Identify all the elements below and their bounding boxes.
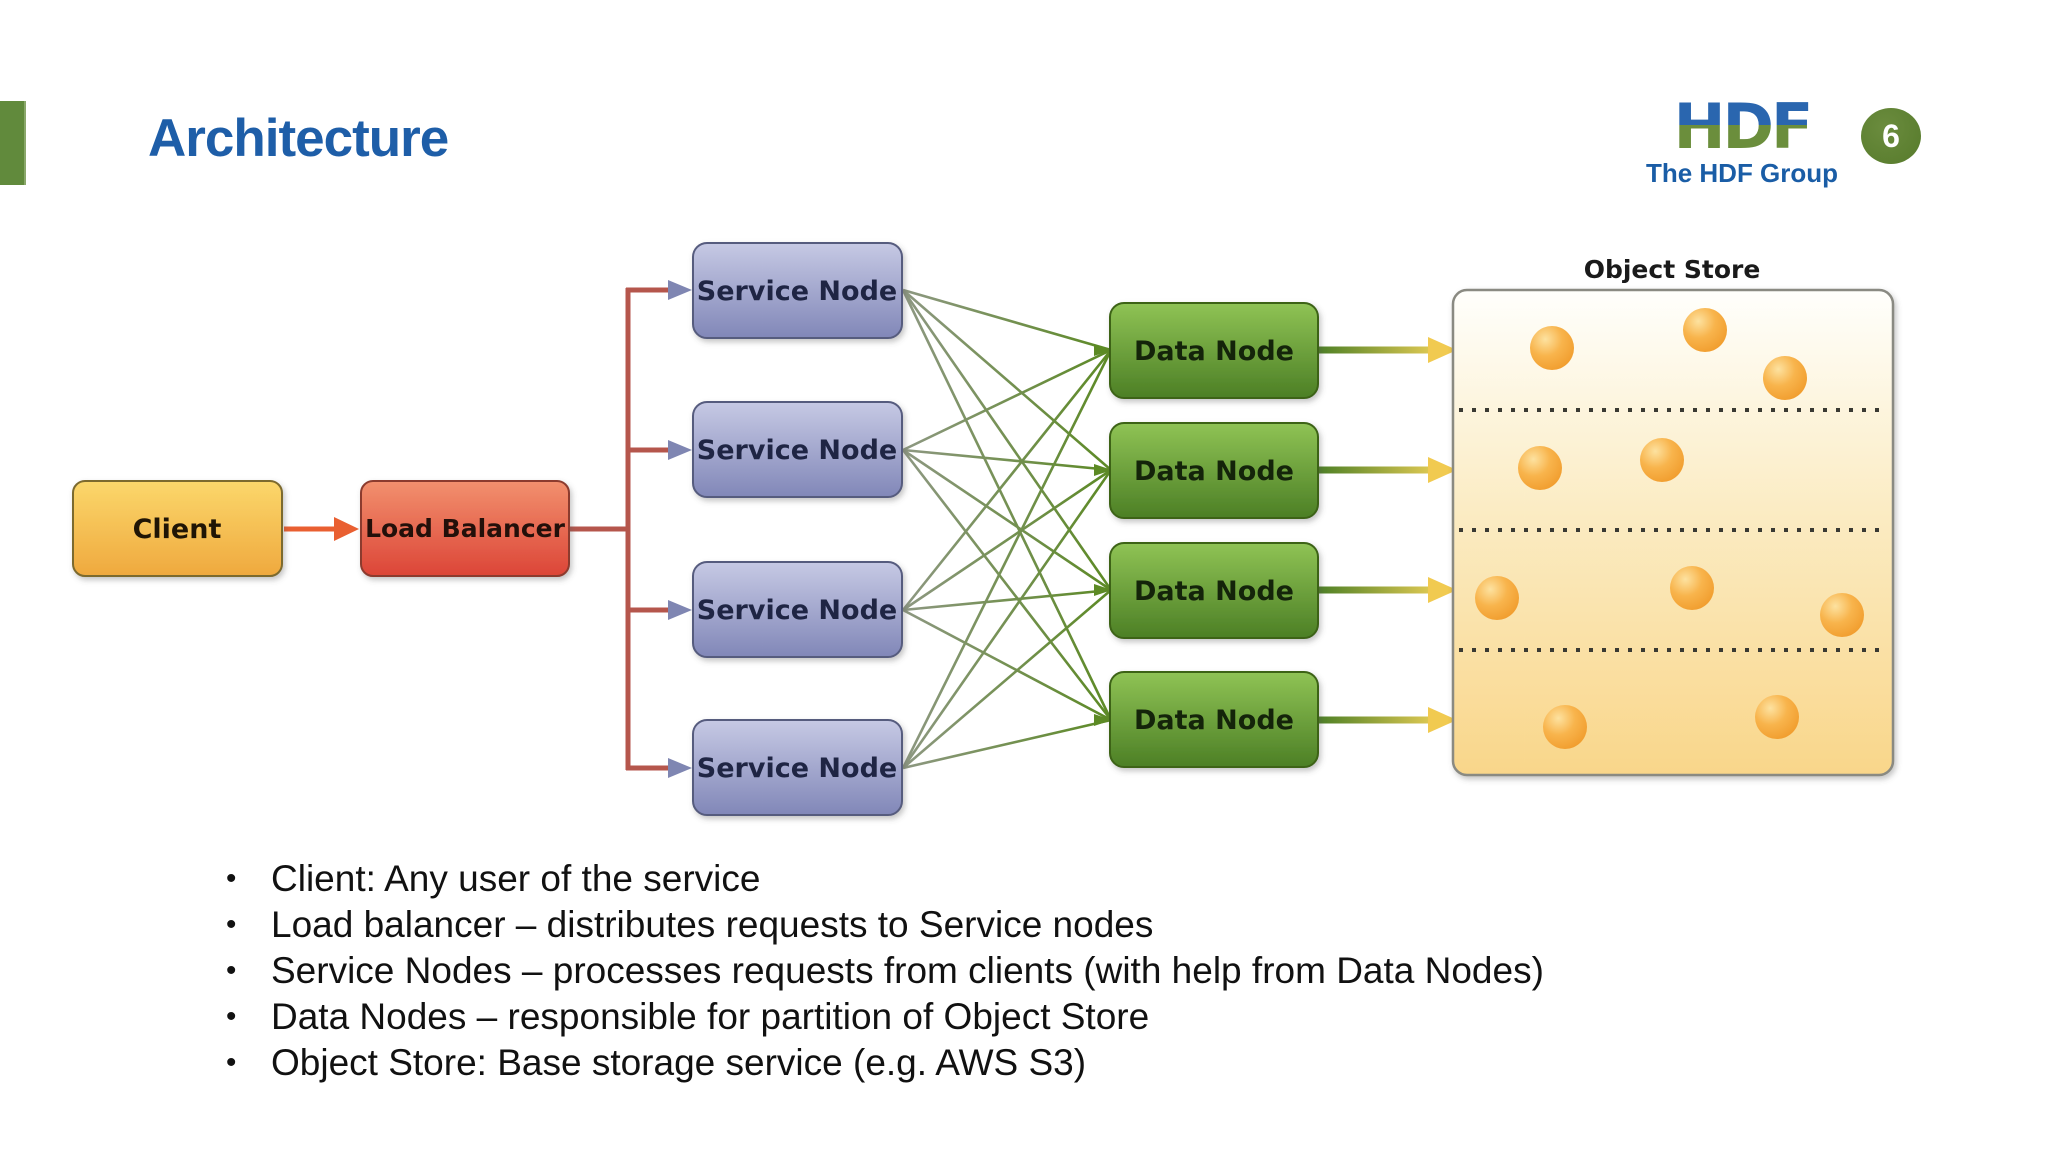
object-sphere: [1670, 566, 1714, 610]
data-node-box: [1109, 542, 1319, 639]
accent-bar: [0, 101, 26, 185]
service-arrowhead: [668, 600, 692, 620]
slide-number-badge: 6: [1861, 108, 1921, 164]
slide-number: 6: [1882, 117, 1900, 154]
data-arrowhead: [1094, 714, 1112, 726]
load-balancer-tree: [567, 280, 692, 778]
data-node-label: Data Node: [1134, 576, 1294, 607]
data-arrowhead: [1094, 464, 1112, 476]
service-node-box: [692, 242, 903, 339]
data-node-label: Data Node: [1134, 336, 1294, 367]
object-store: [1451, 288, 1895, 777]
hdf-logo-caption: The HDF Group: [1645, 158, 1839, 188]
load-balancer-box: [360, 480, 570, 577]
bullet-item: Object Store: Base storage service (e.g.…: [224, 1040, 1544, 1086]
client-label: Client: [133, 514, 222, 545]
object-sphere: [1475, 576, 1519, 620]
data-node-label: Data Node: [1134, 705, 1294, 736]
bullet-item: Load balancer – distributes requests to …: [224, 902, 1544, 948]
service-node-box: [692, 401, 903, 498]
service-node-box: [692, 719, 903, 816]
object-sphere: [1640, 438, 1684, 482]
object-sphere: [1755, 695, 1799, 739]
data-node-box: [1109, 671, 1319, 768]
bullet-item: Client: Any user of the service: [224, 856, 1544, 902]
data-node-box: [1109, 422, 1319, 519]
object-sphere: [1683, 308, 1727, 352]
service-node-label: Service Node: [697, 595, 897, 626]
page-title: Architecture: [148, 109, 449, 168]
client-arrow: [284, 517, 359, 541]
service-arrowhead: [668, 440, 692, 460]
service-node-label: Service Node: [697, 435, 897, 466]
bullet-item: Service Nodes – processes requests from …: [224, 948, 1544, 994]
client-box: [72, 480, 283, 577]
object-sphere: [1543, 705, 1587, 749]
service-arrowhead: [668, 280, 692, 300]
hdf-logo-letters-top: HDF: [1674, 94, 1811, 156]
object-sphere: [1820, 593, 1864, 637]
service-node-label: Service Node: [697, 276, 897, 307]
data-node-box: [1109, 302, 1319, 399]
bullet-list: Client: Any user of the service Load bal…: [224, 856, 1544, 1086]
object-sphere: [1763, 356, 1807, 400]
object-store-box: [1451, 288, 1895, 777]
service-data-mesh: [901, 288, 1113, 770]
service-node-box: [692, 561, 903, 658]
hdf-logo: HDF HDF The HDF Group: [1630, 94, 1854, 189]
object-sphere: [1518, 446, 1562, 490]
bullet-item: Data Nodes – responsible for partition o…: [224, 994, 1544, 1040]
service-nodes: Service Node Service Node Service Node S…: [692, 242, 903, 816]
object-sphere: [1530, 326, 1574, 370]
hdf-logo-mark: HDF HDF: [1674, 94, 1814, 156]
data-node-label: Data Node: [1134, 456, 1294, 487]
service-arrowhead: [668, 758, 692, 778]
service-node-label: Service Node: [697, 753, 897, 784]
hdf-logo-letters-bottom: HDF: [1674, 94, 1811, 156]
data-arrowhead: [1094, 344, 1112, 356]
data-nodes: Data Node Data Node Data Node Data Node: [1109, 302, 1319, 768]
object-spheres: [1475, 308, 1864, 749]
object-store-title: Object Store: [1584, 255, 1761, 284]
data-arrowhead: [1094, 584, 1112, 596]
object-store-arrows: [1319, 337, 1457, 733]
load-balancer-label: Load Balancer: [365, 514, 566, 543]
